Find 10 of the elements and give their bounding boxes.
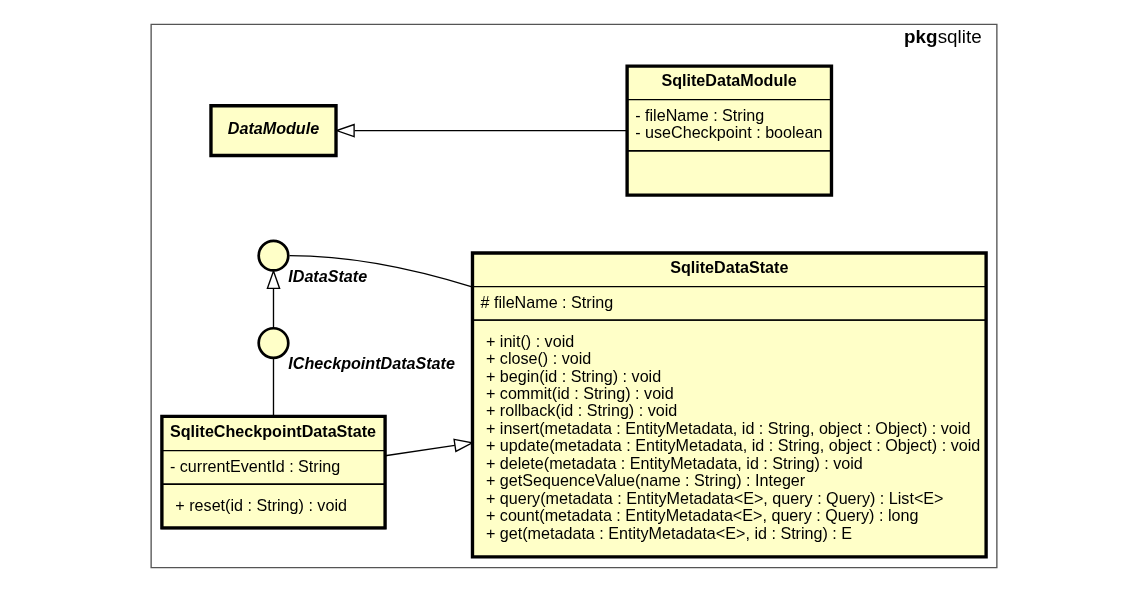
arrow <box>265 268 281 329</box>
node-circle <box>256 326 290 360</box>
arrow <box>334 123 627 138</box>
node-circle <box>256 239 290 272</box>
arrow <box>383 438 474 457</box>
node-label: IDataState <box>287 267 367 286</box>
node-box: DataModule <box>208 104 338 158</box>
node-label: ICheckpointDataState <box>287 354 455 373</box>
connector <box>288 255 473 288</box>
connector <box>272 357 274 417</box>
